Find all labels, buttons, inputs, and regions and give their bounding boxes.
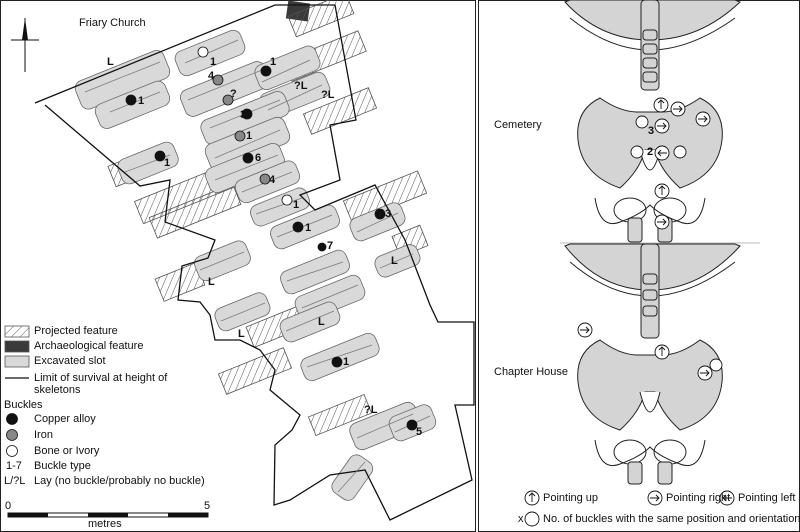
lay-marker: L: [208, 276, 215, 288]
cemetery-count: 3: [648, 125, 655, 137]
buckle-number: 7: [327, 240, 334, 252]
plan-buckles: [125, 46, 418, 431]
cemetery-skeleton: [564, 0, 741, 243]
buckle-number: 1: [210, 56, 217, 68]
scale-max: 5: [204, 500, 211, 512]
legend-type-label: Buckle type: [34, 460, 91, 472]
limit-of-survival-line: [34, 4, 475, 521]
cemetery-label: Cemetery: [494, 119, 542, 131]
buckle-number: ?: [230, 88, 237, 100]
buckle-number: 1: [293, 199, 300, 211]
legend-multi-label: No. of buckles with the same position an…: [543, 513, 800, 525]
skeleton-outlines: [84, 39, 431, 493]
multi-count-icon: [524, 511, 540, 527]
scale-bar: [7, 512, 209, 518]
legend-copper-alloy: Copper alloy: [34, 413, 96, 425]
buckle-number: 1: [343, 356, 350, 368]
legend-pointing-up: Pointing up: [543, 492, 599, 504]
lay-marker: ?L: [321, 89, 335, 101]
buckle-number: 6: [255, 152, 262, 164]
legend-projected-feature: Projected feature: [34, 325, 118, 337]
chapter-house-label: Chapter House: [494, 366, 568, 378]
lay-marker: ?L: [364, 404, 378, 416]
legend-iron: Iron: [34, 429, 53, 441]
legend-archaeological-feature: Archaeological feature: [34, 340, 144, 352]
orientation-legend-icons: [524, 490, 735, 527]
orientation-symbols: [577, 97, 723, 381]
legend-bone-or-ivory: Bone or Ivory: [34, 445, 100, 457]
legend-limit-of-survival: Limit of survival at height of skeletons: [34, 372, 168, 396]
lay-marker: L: [391, 255, 398, 267]
buckle-number: 4: [208, 70, 215, 82]
legend-swatches: [4, 325, 30, 457]
buckle-number: 1: [164, 157, 171, 169]
legend-lay-key: L/?L: [4, 475, 26, 487]
scale-zero: 0: [5, 500, 12, 512]
legend-lay-label: Lay (no buckle/probably no buckle): [34, 475, 205, 487]
legend-pointing-right: Pointing right: [666, 492, 731, 504]
buckle-number: 4: [269, 174, 276, 186]
lay-marker: L: [318, 316, 325, 328]
legend-buckles-heading: Buckles: [4, 399, 43, 411]
buckle-number: 1: [270, 56, 277, 68]
legend-type-key: 1-7: [6, 460, 22, 472]
buckle-number: 1: [246, 130, 253, 142]
lay-marker: L: [107, 56, 114, 68]
lay-marker: L: [238, 328, 245, 340]
lay-marker: ?L: [294, 80, 308, 92]
north-arrow-icon: [11, 18, 39, 72]
chapter-house-skeleton: [564, 243, 741, 485]
buckle-number: 1: [305, 222, 312, 234]
cemetery-count: 2: [647, 146, 654, 158]
buckle-number: 3: [240, 109, 247, 121]
legend-excavated-slot: Excavated slot: [34, 355, 106, 367]
legend-pointing-left: Pointing left: [738, 492, 796, 504]
buckle-number: 3: [385, 208, 392, 220]
legend-multi-prefix: x: [518, 513, 524, 525]
plan-title: Friary Church: [79, 17, 146, 29]
buckle-number: 5: [416, 426, 423, 438]
buckle-number: 1: [138, 95, 145, 107]
scale-unit: metres: [88, 518, 122, 530]
